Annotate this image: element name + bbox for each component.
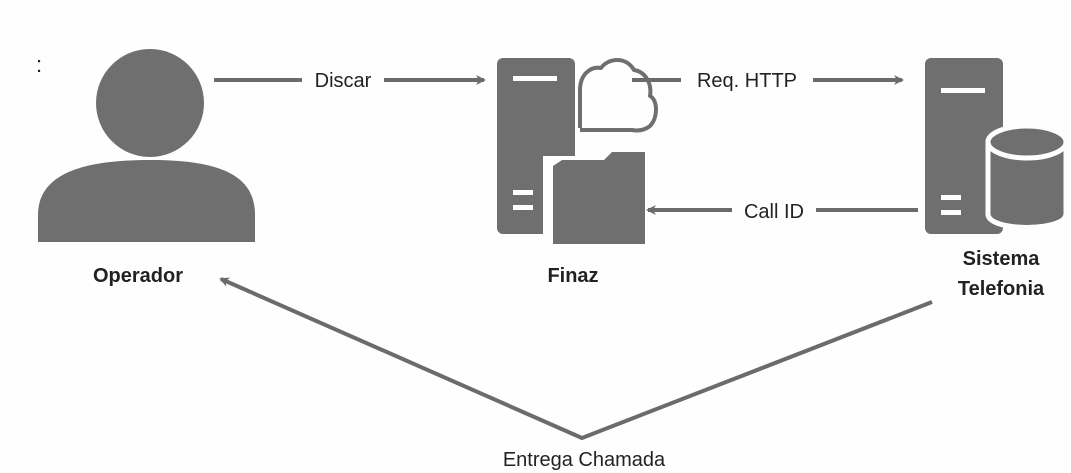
finaz-label: Finaz	[547, 265, 598, 287]
database-icon	[985, 123, 1069, 230]
sistema-label-line1: Sistema	[963, 248, 1041, 270]
edge-entrega-chamada	[219, 277, 933, 440]
sistema-node	[925, 58, 1069, 234]
edge-label-entrega-chamada: Entrega Chamada	[503, 449, 666, 471]
user-icon	[38, 49, 255, 242]
server-icon	[925, 58, 1003, 234]
sistema-label-line2: Telefonia	[958, 278, 1045, 300]
stray-mark: :	[36, 52, 42, 77]
cloud-icon	[578, 58, 658, 133]
edge-label-discar: Discar	[315, 70, 372, 92]
operador-label: Operador	[93, 265, 183, 287]
edge-label-req-http: Req. HTTP	[697, 70, 797, 92]
finaz-node	[497, 58, 658, 244]
folder-icon	[543, 152, 651, 244]
edge-label-call-id: Call ID	[744, 201, 804, 223]
